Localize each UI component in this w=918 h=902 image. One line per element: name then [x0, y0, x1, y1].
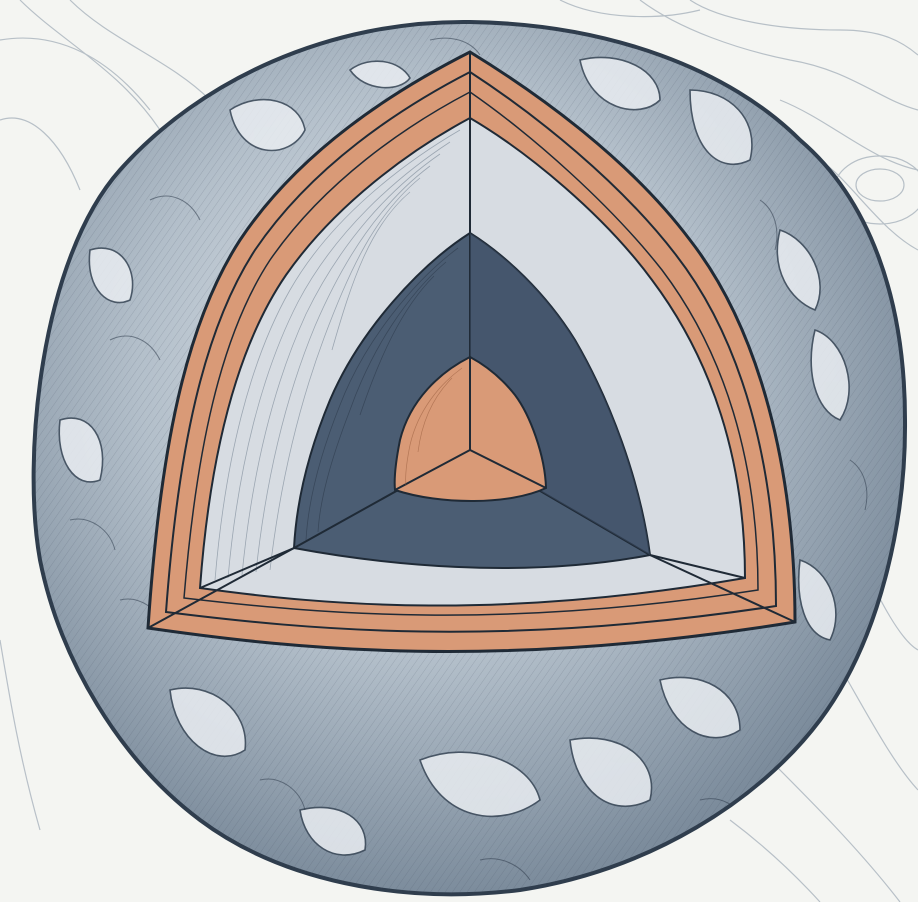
planet-cutaway-illustration	[0, 0, 918, 902]
planet-cutaway-svg	[0, 0, 918, 902]
